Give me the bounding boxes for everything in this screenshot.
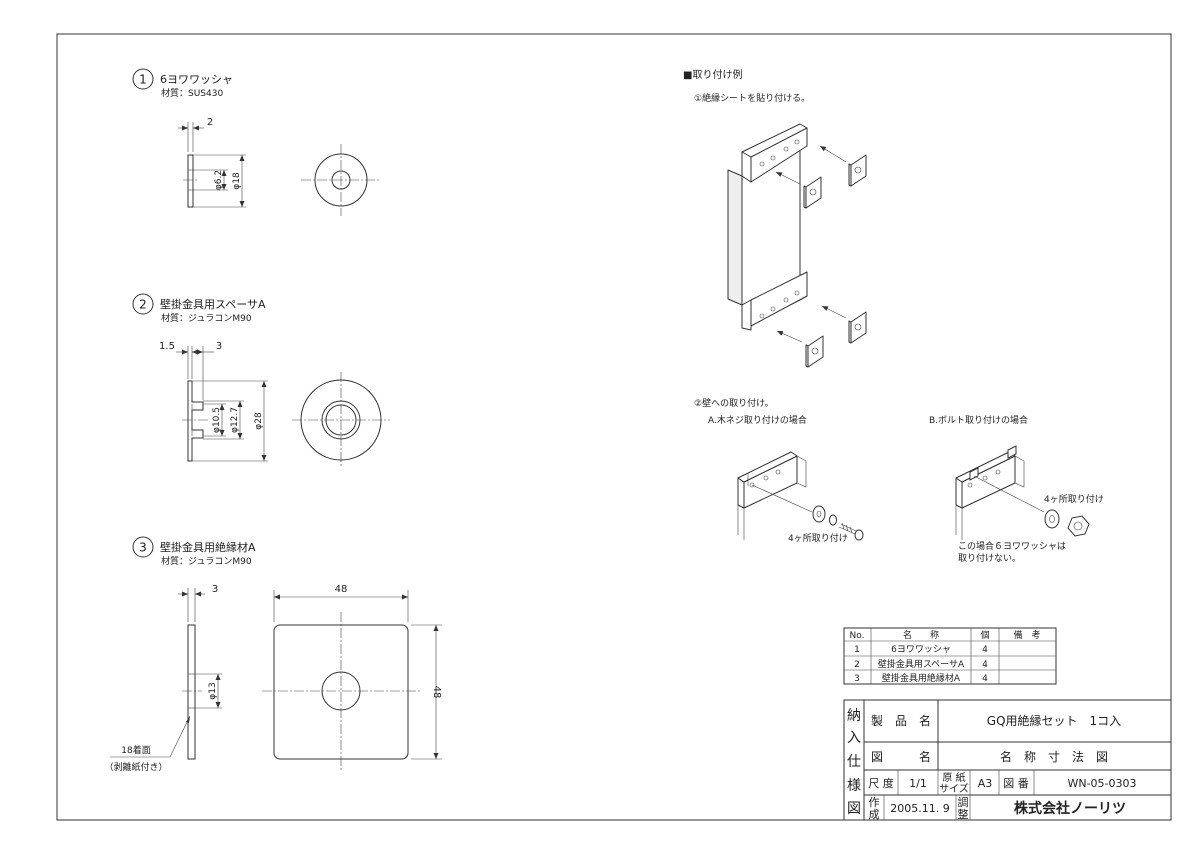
parts-list-row-3-name: 壁掛金具用絶縁材A — [882, 672, 961, 684]
parts-list-header-qty: 個 — [980, 629, 989, 641]
title-block-made-label-1: 作 — [869, 796, 880, 809]
case-a-illustration — [737, 451, 864, 541]
parts-list-row-2-no: 2 — [854, 660, 860, 670]
part-2-dim-flange: 1.5 — [159, 341, 175, 352]
insulation-pad-1 — [848, 154, 867, 187]
part-2: 2 壁掛金具用スペーサA 材質：ジュラコンM90 1.5 3 φ10.5 φ12… — [132, 293, 390, 468]
title-block-adjust-label-2: 整 — [958, 807, 969, 821]
part-3-number: 3 — [139, 541, 147, 555]
title-block: 納 入 仕 様 図 製 品 名 GQ用絶縁セット 1コ入 図 名 名 称 寸 法… — [843, 699, 1172, 821]
title-block-paper-label-2: サイズ — [939, 782, 969, 795]
title-block-adjust-label-1: 調 — [958, 795, 969, 809]
part-3-note-adhesive: 18着面 — [121, 744, 150, 756]
part-3-dim-hole: φ13 — [208, 682, 218, 699]
part-3-dim-thickness: 3 — [212, 584, 218, 595]
part-1-material: 材質：SUS430 — [161, 87, 223, 99]
part-1-dim-inner: φ6.2 — [214, 170, 224, 190]
title-block-drawing-label: 図 名 — [871, 749, 931, 764]
part-3-material: 材質：ジュラコンM90 — [161, 555, 252, 567]
part-2-dim-outer: φ28 — [254, 412, 264, 430]
drawing-border — [56, 33, 1172, 821]
part-2-side-view — [187, 380, 204, 462]
part-3-dim-height: 48 — [431, 686, 442, 699]
parts-list-row-3-no: 3 — [854, 674, 860, 684]
case-b-note: 4ヶ所取り付け — [1044, 494, 1104, 505]
parts-list-table: No. 名 称 個 備 考 1 6ヨワワッシャ 4 2 壁掛金具用スペーサA 4… — [843, 627, 1057, 685]
case-a-note: 4ヶ所取り付け — [788, 533, 848, 544]
case-b-note-2b: 取り付けない。 — [958, 553, 1021, 564]
title-block-vertical-2: 入 — [847, 730, 861, 746]
title-block-product-value: GQ用絶縁セット 1コ入 — [987, 713, 1121, 728]
title-block-vertical-3: 仕 — [847, 754, 861, 770]
part-3-name: 壁掛金具用絶縁材A — [160, 540, 256, 554]
example-case-a: A.木ネジ取り付けの場合 — [708, 414, 807, 426]
title-block-paper-label-1: 原 紙 — [942, 771, 965, 784]
part-3: 3 壁掛金具用絶縁材A 材質：ジュラコンM90 3 φ13 18着面 （剥離紙付… — [104, 536, 442, 773]
part-3-number-circle — [132, 536, 154, 558]
title-block-vertical-1: 納 — [847, 708, 861, 724]
example-title: ■取り付け例 — [683, 68, 742, 81]
part-2-dim-boss: φ12.7 — [230, 407, 240, 433]
example-case-b: B.ボルト取り付けの場合 — [929, 414, 1028, 426]
part-3-dim-width: 48 — [335, 584, 348, 595]
part-1-number: 1 — [139, 73, 147, 87]
bracket-illustration — [727, 123, 808, 331]
parts-list-row-1-name: 6ヨワワッシャ — [891, 645, 951, 655]
part-2-dim-bore: φ10.5 — [212, 407, 222, 433]
example-step-1: ①絶縁シートを貼り付ける。 — [694, 92, 810, 104]
part-3-side-view — [187, 624, 196, 760]
parts-list-row-2-name: 壁掛金具用スペーサA — [878, 658, 965, 670]
title-block-vertical-5: 図 — [847, 801, 861, 817]
part-1-dim-outer: φ18 — [232, 172, 242, 190]
part-1-number-circle — [132, 68, 154, 90]
part-1-name: 6ヨワワッシャ — [160, 73, 233, 86]
part-1-dim-thickness: 2 — [207, 117, 213, 128]
part-3-note-release-paper: （剥離紙付き） — [104, 761, 167, 773]
part-1-side-view — [187, 154, 194, 208]
parts-list-row-1-qty: 4 — [982, 645, 988, 655]
title-block-number-value: WN-05-0303 — [1067, 777, 1136, 790]
parts-list-header-remarks: 備 考 — [1013, 629, 1040, 641]
parts-list-row-1-no: 1 — [854, 645, 860, 655]
part-2-dim-length: 3 — [216, 341, 222, 352]
title-block-paper-value: A3 — [978, 777, 993, 790]
parts-list-row-3-qty: 4 — [982, 674, 988, 684]
parts-list-row-2-qty: 4 — [982, 660, 988, 670]
insulation-pad-2 — [803, 176, 822, 209]
case-b-illustration — [955, 445, 1090, 540]
part-2-number-circle — [132, 293, 154, 315]
parts-list-header-name: 名 称 — [903, 629, 939, 641]
part-2-material: 材質：ジュラコンM90 — [161, 312, 252, 324]
part-2-name: 壁掛金具用スペーサA — [160, 297, 266, 311]
insulation-pad-4 — [805, 335, 824, 368]
parts-list-header-no: No. — [850, 631, 865, 641]
installation-example: ■取り付け例 ①絶縁シートを貼り付ける。 — [683, 68, 1104, 564]
part-1: 1 6ヨワワッシャ 材質：SUS430 2 φ6.2 φ18 — [132, 68, 381, 216]
title-block-scale-value: 1/1 — [909, 777, 927, 790]
title-block-vertical-4: 様 — [847, 778, 861, 794]
insulation-pad-3 — [848, 311, 867, 344]
title-block-product-label: 製 品 名 — [871, 713, 931, 728]
title-block-made-label-2: 成 — [869, 808, 880, 821]
case-b-note-2a: この場合６ヨワワッシャは — [958, 540, 1066, 552]
title-block-company: 株式会社ノーリツ — [1014, 800, 1126, 817]
title-block-drawing-value: 名 称 寸 法 図 — [1000, 749, 1108, 764]
part-2-number: 2 — [139, 298, 147, 312]
title-block-date: 2005.11. 9 — [890, 802, 949, 815]
example-step-2: ②壁への取り付け。 — [694, 397, 774, 409]
title-block-number-label: 図 番 — [1003, 777, 1029, 790]
title-block-scale-label: 尺 度 — [868, 776, 894, 790]
